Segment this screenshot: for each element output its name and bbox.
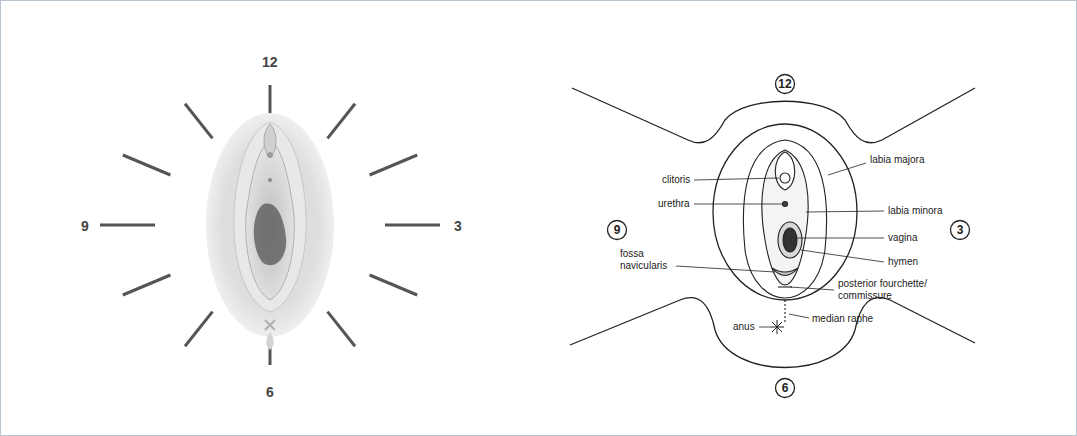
vulva-illustration — [265, 320, 275, 330]
leader-lines — [694, 204, 782, 205]
clock-number: 9 — [81, 218, 89, 234]
clock-tick — [328, 104, 356, 139]
leader-lines — [694, 178, 779, 180]
perineum-outline — [570, 298, 975, 368]
circled-number: 9 — [606, 219, 628, 241]
clock-tick — [328, 312, 356, 347]
clock-tick — [385, 224, 440, 227]
part-label: anus — [733, 321, 755, 333]
vulva-illustration — [254, 204, 286, 266]
perineum-outline — [570, 88, 975, 368]
vulva-schematic — [775, 152, 795, 190]
leader-lines — [759, 327, 770, 328]
leader-lines — [794, 238, 884, 239]
clock-tick — [123, 275, 171, 295]
clock-number: 3 — [949, 223, 971, 237]
part-label: median raphe — [812, 313, 873, 325]
vulva-illustration — [267, 152, 273, 158]
clock-tick — [185, 312, 213, 347]
part-label: vagina — [888, 232, 917, 244]
clock-number: 9 — [606, 223, 628, 237]
clock-number: 6 — [774, 381, 796, 395]
vulva-schematic — [743, 140, 826, 334]
clock-number: 12 — [262, 54, 278, 70]
vulva-schematic — [778, 286, 792, 287]
vulva-schematic — [780, 173, 790, 183]
vulva-schematic — [783, 228, 797, 252]
vulva-schematic — [778, 222, 802, 258]
vulva-schematic — [783, 202, 788, 207]
circled-number: 12 — [774, 73, 796, 95]
clock-tick — [185, 104, 213, 139]
leader-lines — [676, 163, 884, 327]
part-label: labia majora — [870, 154, 924, 166]
part-label: urethra — [658, 198, 690, 210]
leader-lines — [806, 211, 884, 212]
clock-tick — [100, 224, 155, 227]
part-label: clitoris — [662, 174, 690, 186]
clock-tick — [370, 275, 418, 295]
vulva-illustration — [206, 113, 334, 350]
clock-ticks — [100, 85, 440, 365]
vulva-illustration — [234, 122, 306, 312]
vulva-illustration — [264, 124, 276, 158]
clock-tick — [370, 155, 418, 175]
vulva-schematic — [770, 320, 784, 334]
vulva-illustration — [268, 178, 272, 182]
part-label: labia minora — [888, 205, 942, 217]
clock-number: 6 — [266, 384, 274, 400]
leader-lines — [676, 266, 775, 272]
circled-number: 6 — [774, 377, 796, 399]
leader-lines — [801, 250, 884, 262]
clock-tick — [123, 155, 171, 175]
leader-lines — [828, 163, 866, 175]
vulva-schematic — [762, 150, 808, 285]
circled-number: 3 — [949, 219, 971, 241]
vulva-illustration — [266, 332, 274, 350]
leader-lines — [790, 287, 834, 290]
leader-lines — [789, 314, 809, 318]
perineum-outline — [572, 88, 975, 143]
part-label: posterior fourchette/ commissure — [838, 278, 950, 302]
clock-number: 12 — [774, 77, 796, 91]
clock-number: 3 — [454, 218, 462, 234]
vulva-schematic — [743, 140, 826, 298]
vulva-illustration — [206, 113, 334, 337]
vulva-schematic — [772, 268, 798, 276]
vulva-schematic — [784, 300, 785, 322]
vulva-illustration — [246, 140, 295, 300]
part-label: fossa navicularis — [620, 248, 675, 272]
part-label: hymen — [888, 256, 918, 268]
